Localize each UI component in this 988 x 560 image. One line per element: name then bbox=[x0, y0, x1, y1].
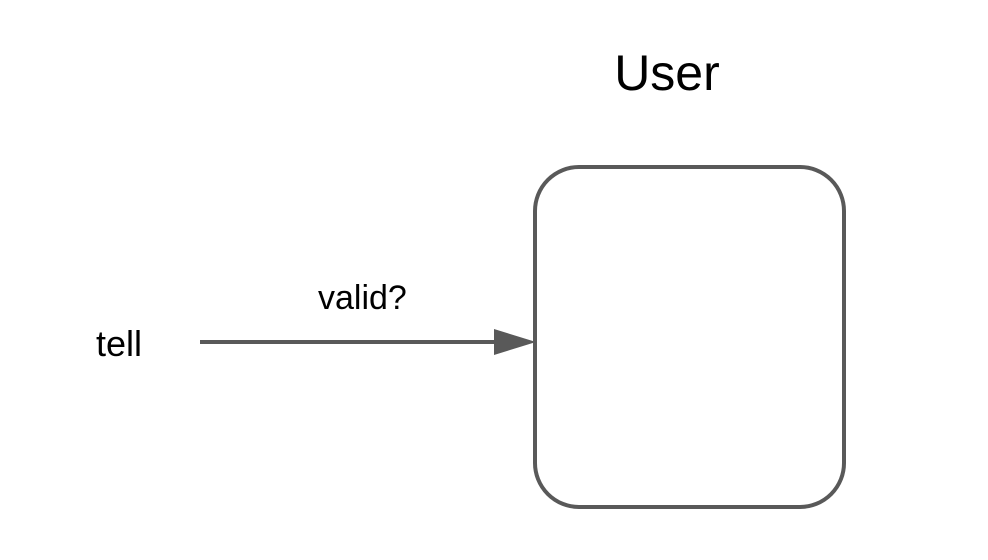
arrow-head-icon bbox=[494, 329, 536, 355]
edge-label: valid? bbox=[318, 279, 407, 317]
user-node-title: User bbox=[614, 45, 720, 101]
edge-source-label: tell bbox=[96, 323, 143, 364]
arrow-line bbox=[200, 340, 497, 344]
user-node-box bbox=[533, 165, 846, 509]
